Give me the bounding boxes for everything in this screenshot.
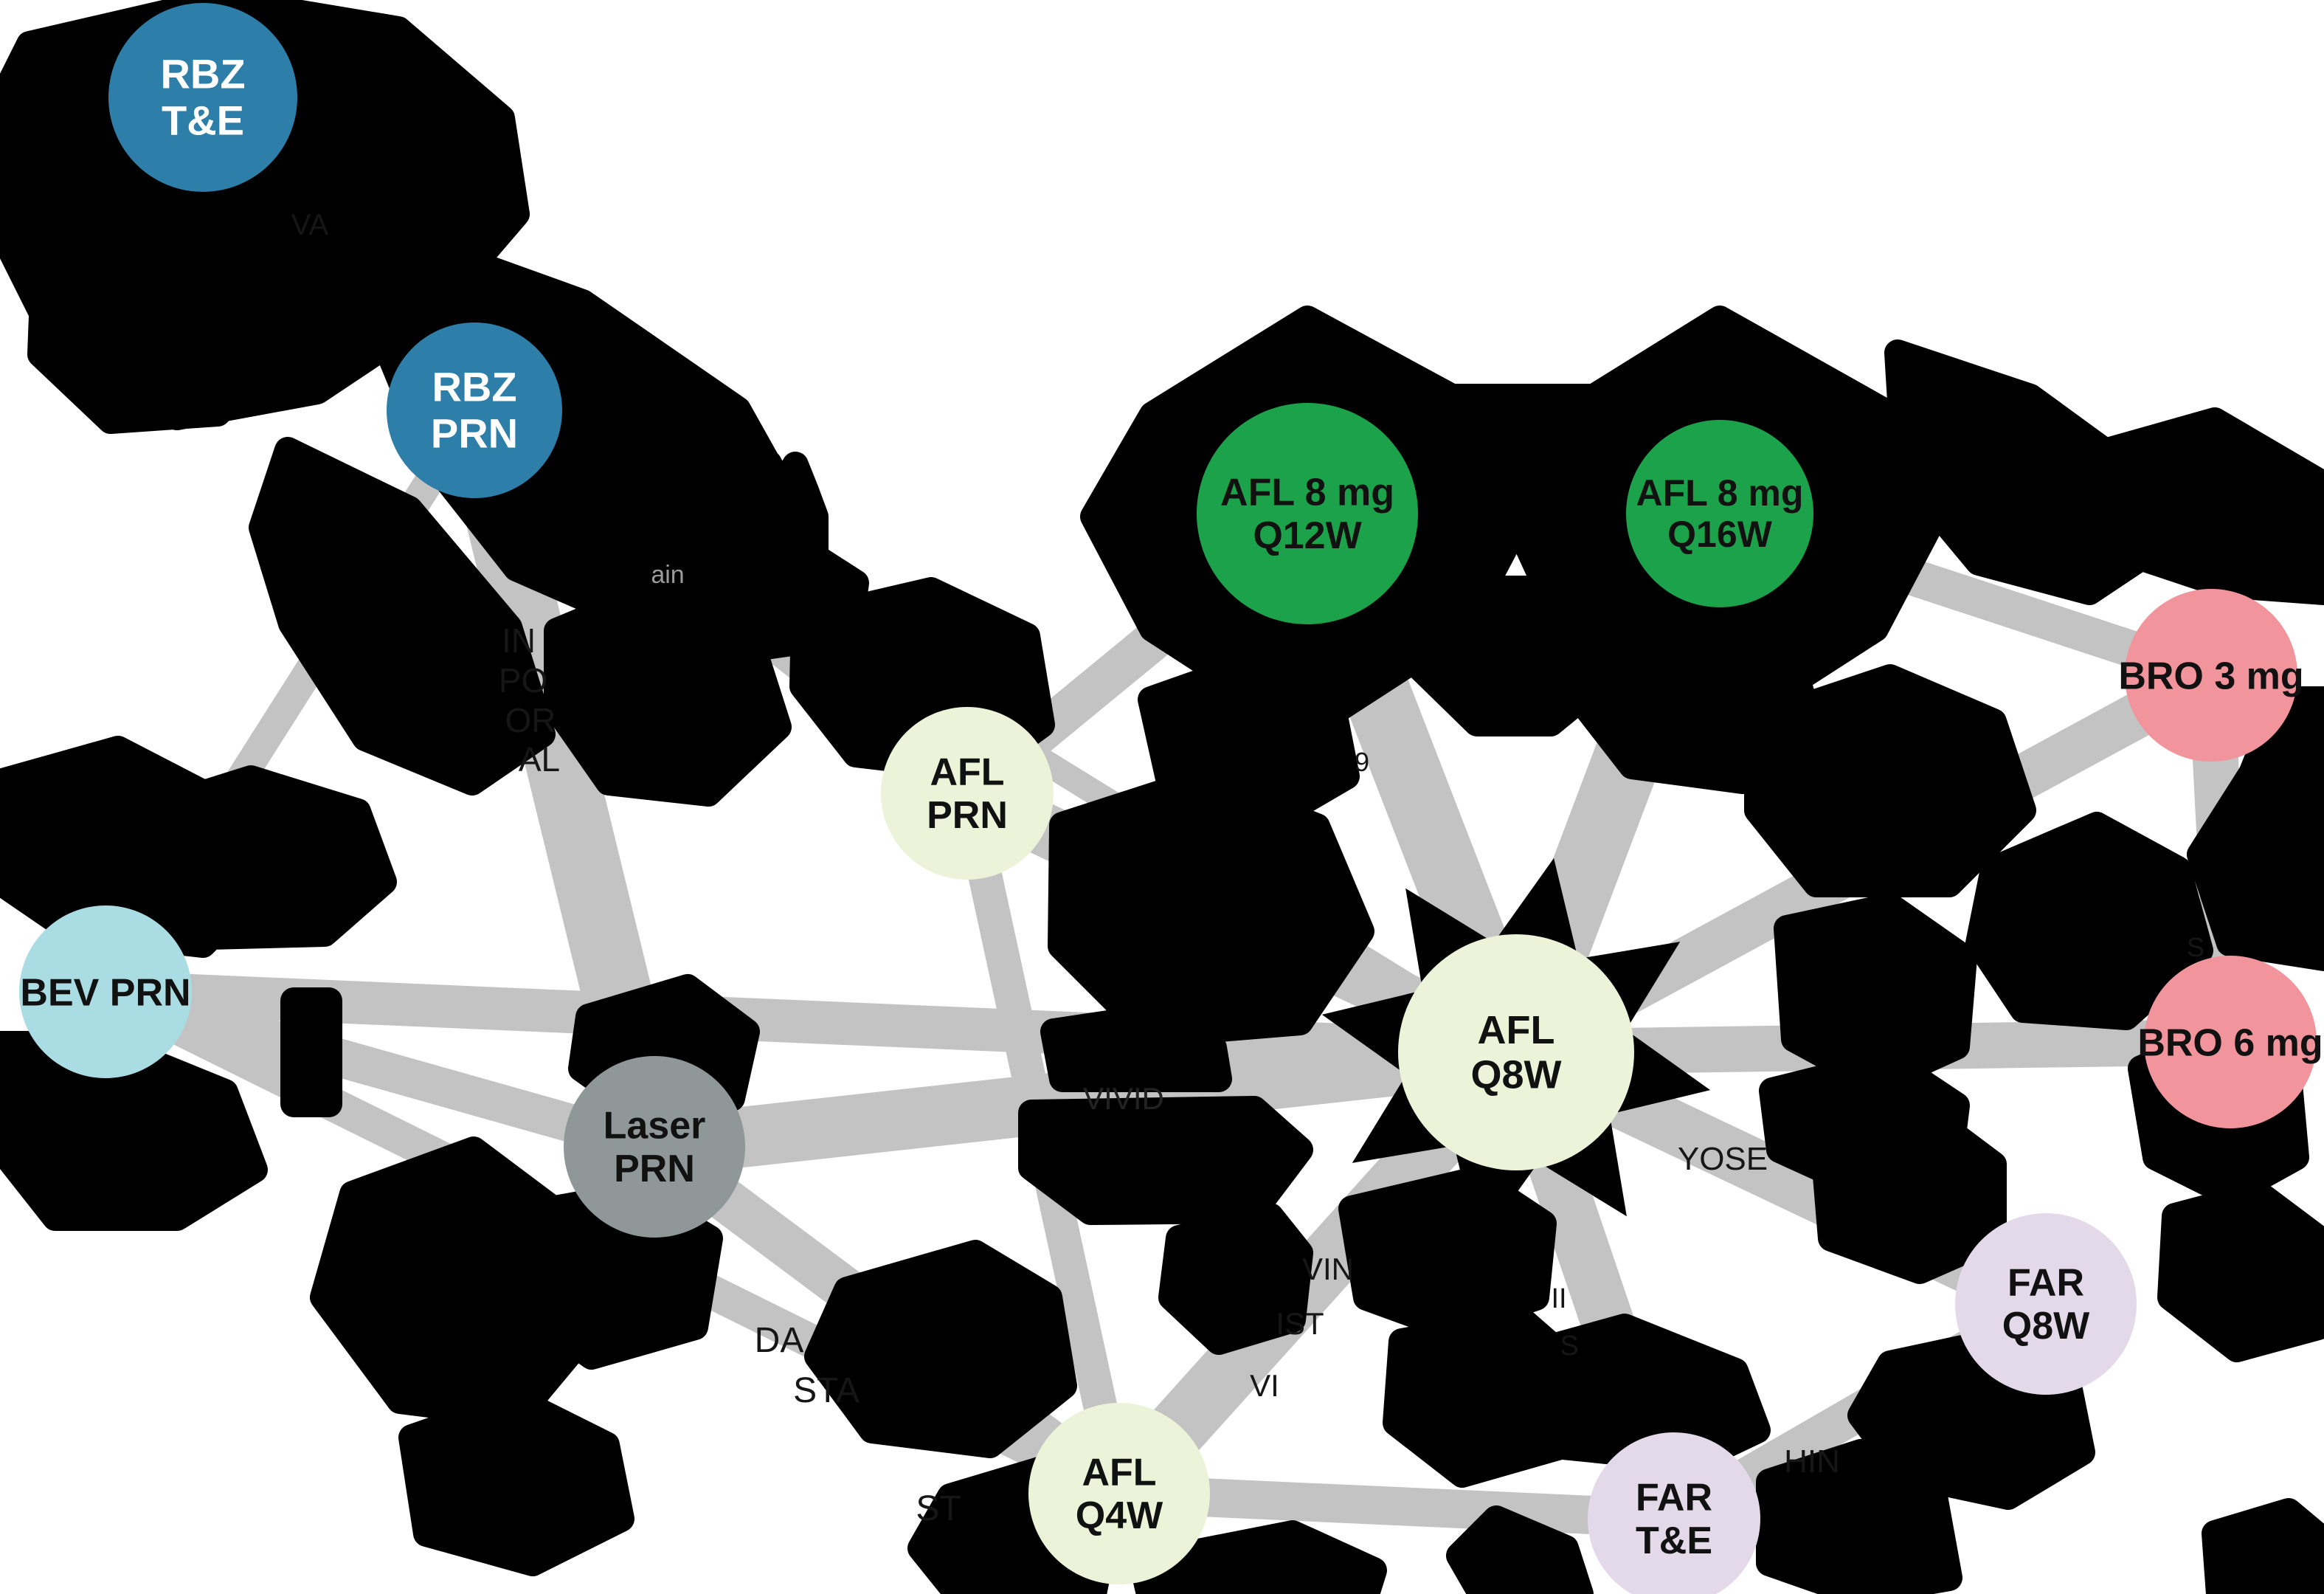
node-label-line: RBZ xyxy=(160,51,245,97)
node-label-line: T&E xyxy=(162,97,244,143)
node-label-line: FAR xyxy=(2007,1262,2084,1305)
node-circle-afl8_q12w xyxy=(1197,403,1418,624)
edge-label-fragment-ii-14: II xyxy=(1551,1283,1566,1314)
edge-label-fragment-yose-16: YOSE xyxy=(1678,1141,1768,1177)
edge-afl_q4w-far_te xyxy=(1118,1474,1675,1538)
node-label-line: Q8W xyxy=(1470,1053,1561,1097)
edge-label-fragment-po-2: PO xyxy=(499,661,547,700)
redaction-blob-32 xyxy=(1129,1520,1387,1594)
node-label-line: PRN xyxy=(927,794,1008,837)
edge-label-fragment-or-3: OR xyxy=(505,701,556,739)
edge-label-fragment-va-0: VA xyxy=(291,209,329,241)
node-label-line: AFL xyxy=(1082,1452,1156,1494)
node-label-line: PRN xyxy=(431,410,518,456)
redaction-blob-8 xyxy=(0,736,272,958)
redaction-blob-3 xyxy=(249,437,556,796)
edge-label-fragment-hin-17: HIN xyxy=(1784,1443,1840,1480)
redaction-blob-41 xyxy=(2202,1498,2324,1594)
node-label-line: FAR xyxy=(1636,1477,1712,1519)
redaction-blob-5 xyxy=(665,450,829,563)
redaction-blob-20 xyxy=(1884,339,2169,605)
redaction-blob-27 xyxy=(1338,1166,1557,1340)
redaction-blob-15 xyxy=(1018,1096,1313,1225)
node-label-line: Q4W xyxy=(1076,1494,1163,1537)
node-label-line: AFL xyxy=(1478,1008,1555,1052)
node-label-line: PRN xyxy=(614,1148,695,1190)
redaction-blob-25 xyxy=(1774,893,1977,1097)
node-label-line: AFL xyxy=(930,751,1004,794)
edge-label-fragment-sta-9: STA xyxy=(793,1371,860,1410)
redaction-blob-18 xyxy=(1372,384,1653,531)
redaction-blob-24 xyxy=(1965,812,2213,1030)
node-circle-laser_prn xyxy=(564,1056,745,1238)
redaction-blob-39 xyxy=(2157,1181,2324,1362)
node-circle-far_te xyxy=(1588,1432,1760,1594)
node-circle-bev_prn xyxy=(19,905,192,1078)
redaction-blob-14 xyxy=(1040,1004,1232,1092)
node-label-bro3: BRO 3 mg xyxy=(2118,655,2303,698)
redaction-blob-21 xyxy=(2076,407,2324,605)
node-label-line: Q8W xyxy=(2002,1305,2090,1348)
redaction-blob-10 xyxy=(280,987,342,1117)
node-circle-bro3 xyxy=(2125,589,2297,762)
node-circle-afl_q8w xyxy=(1398,934,1634,1170)
node-label-line: Laser xyxy=(604,1105,706,1148)
edge-label-fragment-9-6: 9 xyxy=(1355,747,1369,777)
edge-label-fragment-ain-5: ain xyxy=(651,561,684,589)
edge-label-fragment-st-10: ST xyxy=(916,1489,961,1528)
edge-label-fragment-s-18: S xyxy=(2187,932,2204,962)
edge-label-fragment-vin-11: VIN xyxy=(1302,1252,1354,1286)
node-label-line: T&E xyxy=(1636,1519,1712,1562)
redaction-blob-40 xyxy=(1759,1048,1970,1200)
node-circle-afl8_q16w xyxy=(1626,420,1813,607)
node-circle-bro6 xyxy=(2144,956,2317,1128)
edge-label-fragment-ist-12: IST xyxy=(1276,1306,1324,1341)
node-circle-afl_prn xyxy=(881,707,1054,880)
redaction-blob-22 xyxy=(2187,686,2324,971)
redaction-blob-29 xyxy=(1158,1203,1313,1355)
edge-bev_prn-laser_prn xyxy=(100,973,660,1166)
redaction-blob-45 xyxy=(398,1387,634,1576)
edge-label-fragment-al-4: AL xyxy=(519,740,560,779)
node-label-bev_prn: BEV PRN xyxy=(20,972,190,1015)
node-label-line: AFL 8 mg xyxy=(1220,472,1394,514)
edge-label-fragment-s-15: S xyxy=(1560,1331,1578,1362)
edge-label-fragment-vi-13: VI xyxy=(1250,1368,1279,1403)
node-circle-afl_q4w xyxy=(1028,1403,1210,1584)
node-label-line: Q16W xyxy=(1667,514,1773,555)
edge-label-fragment-vivid-7: VIVID xyxy=(1083,1081,1164,1116)
node-label-line: BRO 6 mg xyxy=(2137,1022,2323,1065)
node-circle-far_q8w xyxy=(1955,1213,2137,1395)
edge-label-fragment-da-8: DA xyxy=(755,1321,804,1360)
node-circle-rbz_te xyxy=(108,3,297,192)
node-label-line: RBZ xyxy=(432,364,516,410)
node-label-line: BEV PRN xyxy=(20,972,190,1015)
redaction-blob-13 xyxy=(1048,767,1374,1048)
redaction-blob-35 xyxy=(1446,1505,1594,1594)
redaction-blob-2 xyxy=(27,208,290,434)
node-label-bro6: BRO 6 mg xyxy=(2137,1022,2323,1065)
redaction-blob-30 xyxy=(804,1240,1077,1458)
redaction-blob-26 xyxy=(1567,590,1822,794)
redaction-blob-23 xyxy=(1744,664,2036,897)
redaction-blob-44 xyxy=(310,1136,605,1429)
edge-label-fragment-in-1: IN xyxy=(502,621,536,660)
node-label-line: AFL 8 mg xyxy=(1636,472,1804,514)
node-label-line: Q12W xyxy=(1253,514,1362,557)
node-label-line: BRO 3 mg xyxy=(2118,655,2303,698)
redaction-blob-33 xyxy=(1479,1314,1771,1473)
node-circle-rbz_prn xyxy=(387,322,562,498)
